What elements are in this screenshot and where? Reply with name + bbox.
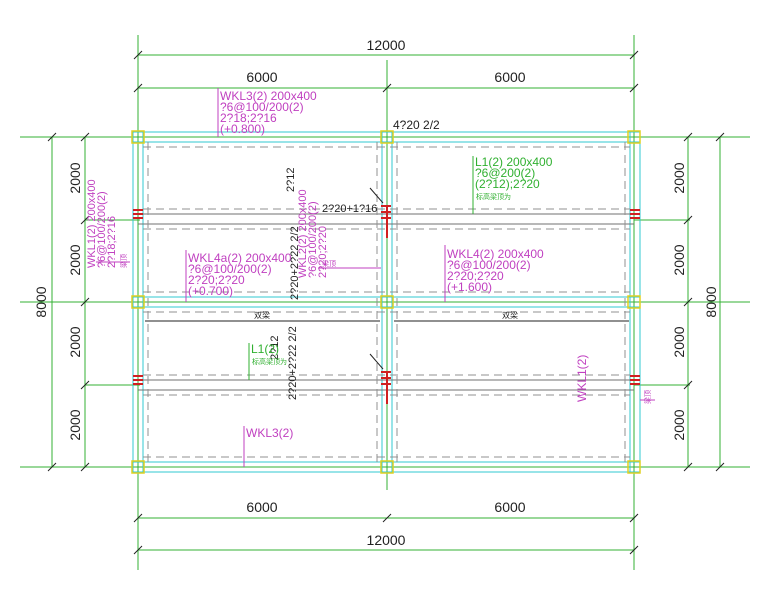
beam-note-small: 梁顶	[119, 254, 128, 268]
dim-right-bay: 2000	[671, 326, 687, 357]
beam-label-wkl4: ?6@100/200(2)	[447, 258, 531, 272]
beam-label-wkl1-right: WKL1(2)	[575, 355, 589, 402]
column	[627, 130, 641, 144]
beam-label-l1-top: (2?12);2?20	[475, 177, 540, 191]
dim-left-bay: 2000	[67, 244, 83, 275]
dimension-ticks	[47, 50, 725, 555]
leader-lines	[96, 88, 655, 467]
column	[131, 460, 145, 474]
dim-right-bay: 2000	[671, 162, 687, 193]
rebar-label-mid-2222: 2?20+2?22 2/2	[289, 226, 301, 300]
dim-left-bay: 2000	[67, 409, 83, 440]
column	[627, 460, 641, 474]
rebar-label-mid-212: 2?12	[285, 168, 297, 192]
columns	[131, 130, 641, 474]
dim-top-span-left: 6000	[246, 69, 277, 85]
beam-note-l1-bottom: 标高梁顶为	[252, 357, 287, 366]
beam-label-wkl4a: (+0.700)	[188, 284, 233, 298]
beam-label-wkl4a: ?6@100/200(2)	[188, 262, 272, 276]
beam-label-l1-top: L1(2) 200x400	[475, 155, 553, 169]
dim-bottom-span-right: 6000	[494, 499, 525, 515]
beam-label-wkl3-top: ?6@100/200(2)	[220, 100, 304, 114]
beam-label-wkl2-mid: WKL2(2) 200x400	[297, 189, 309, 278]
beam-label-wkl4: (+1.600)	[447, 280, 492, 294]
beam-label-wkl4: 2?20;2?20	[447, 269, 504, 283]
rebar-label-mid-2216: 2?20+1?16	[322, 203, 377, 215]
dim-left-bay: 2000	[67, 162, 83, 193]
dim-top-total: 12000	[367, 37, 406, 53]
column	[380, 460, 394, 474]
rebar-label-top-right: 4?20 2/2	[393, 118, 440, 132]
dim-bottom-span-left: 6000	[246, 499, 277, 515]
beam-label-wkl4a: 2?20;2?20	[188, 273, 245, 287]
column	[627, 295, 641, 309]
beam-label-wkl4a: WKL4a(2) 200x400	[188, 251, 292, 265]
beam-label-wkl1-left: 2?18;2?16	[106, 216, 118, 268]
beam-label-wkl1-left: WKL1(2) 200x400	[86, 179, 98, 268]
column	[131, 295, 145, 309]
beam-label-wkl1-left: ?6@100/200(2)	[96, 191, 108, 268]
dim-right-bay: 2000	[671, 244, 687, 275]
beam-outlines	[132, 131, 641, 473]
leader-lines-black	[145, 187, 629, 370]
column	[380, 130, 394, 144]
beam-label-l1-top: ?6@200(2)	[475, 166, 535, 180]
beam-note-small: 梁顶	[643, 390, 652, 404]
dim-bottom-total: 12000	[367, 532, 406, 548]
slab-label-right: 双梁	[502, 311, 518, 320]
dim-right-bay: 2000	[671, 409, 687, 440]
beam-label-wkl3-top: (+0.800)	[220, 122, 265, 136]
beam-label-wkl2-mid: 2?20;2?20	[317, 226, 329, 278]
rebar-label-lower-2222: 2?20+2?22 2/2	[287, 326, 299, 400]
beam-label-wkl3-top: 2?18;2?16	[220, 111, 277, 125]
beam-label-wkl4: WKL4(2) 200x400	[447, 247, 544, 261]
dim-right-total: 8000	[703, 286, 719, 317]
leader-lines-green	[248, 156, 474, 380]
beam-label-wkl2-mid: ?6@100/200(2)	[307, 201, 319, 278]
column	[380, 295, 394, 309]
dim-top-span-right: 6000	[494, 69, 525, 85]
beam-label-wkl3-bottom: WKL3(2)	[246, 426, 293, 440]
dim-left-total: 8000	[33, 286, 49, 317]
beam-label-l1-bottom: L1(2)	[251, 342, 279, 356]
dim-left-bay: 2000	[67, 326, 83, 357]
rebar-marks	[133, 205, 640, 404]
hidden-beam-lines	[143, 142, 630, 462]
beam-label-wkl3-top: WKL3(2) 200x400	[220, 89, 317, 103]
beam-note-l1-top: 标高梁顶为	[476, 192, 511, 201]
rebar-label-lower-212: 2?12	[269, 336, 281, 360]
slab-label-left: 双梁	[254, 311, 270, 320]
beam-note-small: 梁顶	[322, 259, 336, 268]
column	[131, 130, 145, 144]
